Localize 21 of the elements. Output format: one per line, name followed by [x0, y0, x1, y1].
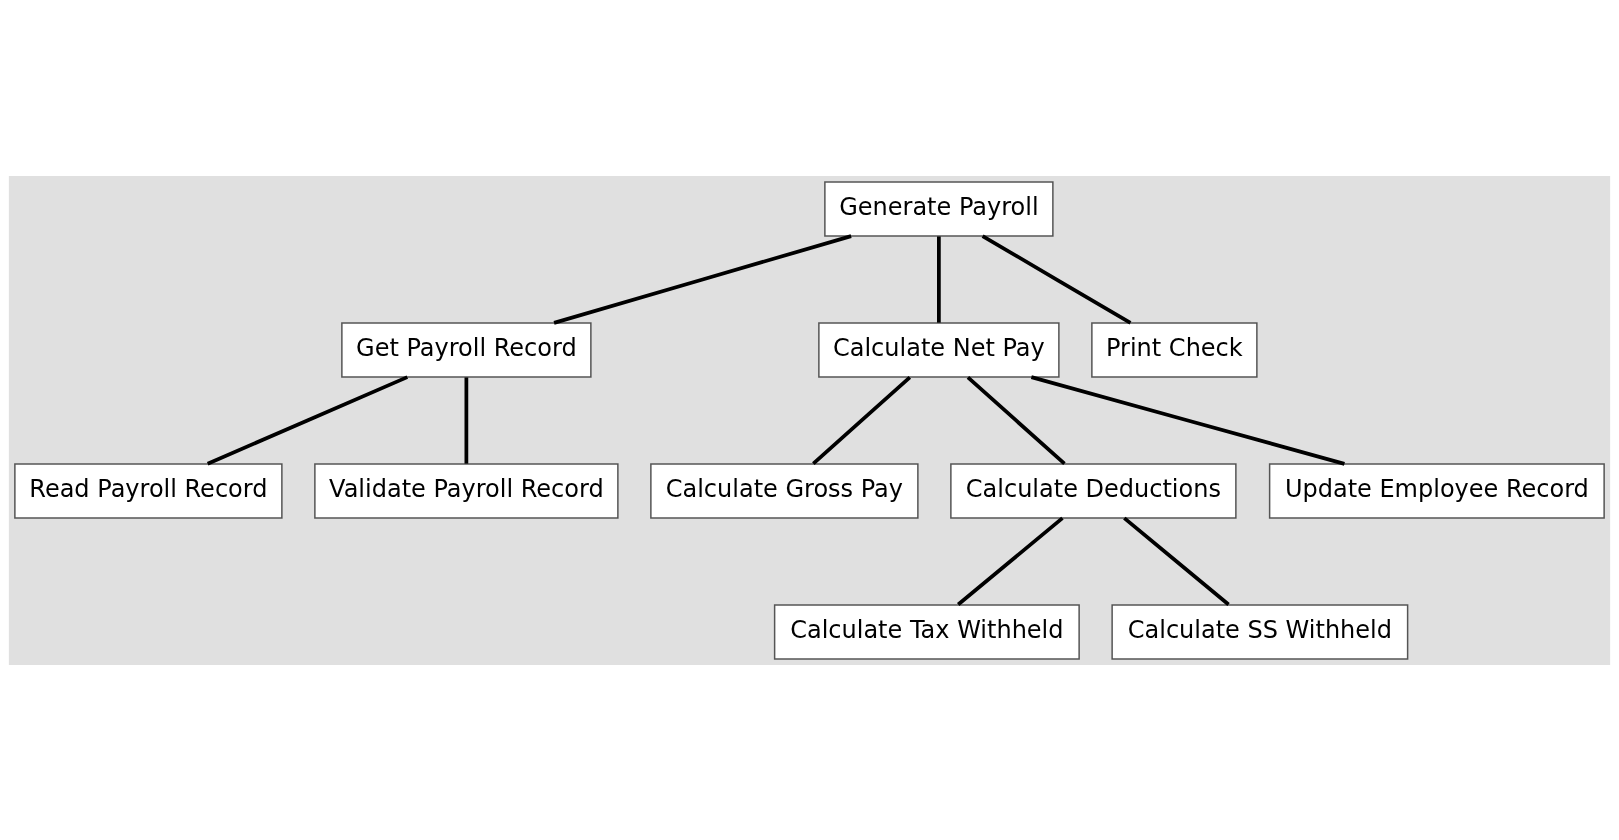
node-box: Generate Payroll — [824, 180, 1054, 237]
node-box: Update Employee Record — [1268, 462, 1605, 519]
connector — [957, 516, 1064, 606]
node-box: Calculate Tax Withheld — [773, 603, 1080, 660]
node-box: Calculate Deductions — [950, 462, 1237, 519]
node-box: Calculate Gross Pay — [650, 462, 919, 519]
node-box: Calculate Net Pay — [818, 321, 1060, 378]
node-box: Validate Payroll Record — [314, 462, 619, 519]
connector — [981, 234, 1132, 324]
connector — [206, 374, 409, 465]
node-box: Print Check — [1091, 321, 1258, 378]
connector — [937, 235, 941, 323]
connector — [1123, 516, 1230, 606]
connector — [1030, 374, 1345, 466]
connector — [966, 375, 1066, 465]
connector — [464, 376, 469, 464]
connector — [812, 375, 912, 465]
node-box: Read Payroll Record — [14, 462, 283, 519]
node-box: Get Payroll Record — [341, 321, 592, 378]
node-box: Calculate SS Withheld — [1111, 603, 1409, 660]
connector — [553, 233, 852, 325]
